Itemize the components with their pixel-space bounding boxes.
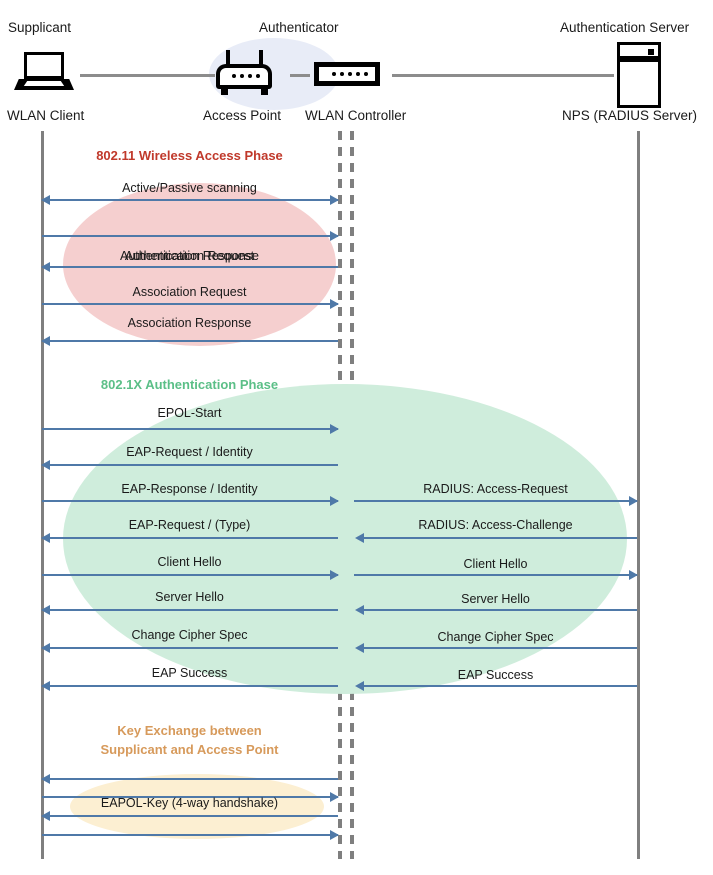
link-ap-to-controller [290, 74, 310, 77]
message-line-9 [45, 537, 338, 539]
arrowhead-right-10r [629, 570, 638, 580]
arrowhead-right-10 [330, 570, 339, 580]
message-line-8r [354, 500, 637, 502]
message-label-server-hello-right: Server Hello [461, 592, 530, 606]
message-label-eap-success-left: EAP Success [151, 666, 228, 680]
message-label-client-hello-left: Client Hello [157, 555, 222, 569]
access-point-icon [216, 50, 272, 96]
message-line-3 [45, 266, 338, 268]
arrowhead-right-4 [330, 299, 339, 309]
message-line-6 [42, 428, 338, 430]
actor-device-wlan-controller: WLAN Controller [305, 108, 407, 123]
wlan-controller-icon [314, 62, 380, 86]
arrowhead-left-11 [41, 605, 50, 615]
message-label-radius-access-request: RADIUS: Access-Request [423, 482, 568, 496]
message-label-client-hello-right: Client Hello [463, 557, 528, 571]
message-line-14 [45, 778, 338, 780]
actor-role-authentication-server: Authentication Server [560, 20, 690, 35]
actor-role-supplicant: Supplicant [8, 20, 72, 35]
message-line-15 [42, 796, 338, 798]
message-label-association-request: Association Request [132, 285, 247, 299]
message-line-8 [42, 500, 338, 502]
message-label-eap-request-identity: EAP-Request / Identity [126, 445, 253, 459]
phase-label-wireless-access: 802.11 Wireless Access Phase [96, 148, 283, 163]
message-line-17 [42, 834, 338, 836]
phase-label-dot1x-authentication: 802.1X Authentication Phase [100, 377, 279, 392]
arrowhead-left-5 [41, 336, 50, 346]
message-label-eapol-key-4way-handshake: EAPOL-Key (4-way handshake) [100, 796, 279, 810]
arrowhead-right-1 [330, 195, 339, 205]
arrowhead-right-15 [330, 792, 339, 802]
phase-blob-key-exchange [70, 774, 324, 839]
arrowhead-left-11r [355, 605, 364, 615]
link-controller-to-server [392, 74, 614, 77]
message-line-9r [363, 537, 637, 539]
arrowhead-left-1 [41, 195, 50, 205]
message-label-eap-success-right: EAP Success [457, 668, 534, 682]
arrowhead-right-8r [629, 496, 638, 506]
arrowhead-left-16 [41, 811, 50, 821]
actor-device-nps-radius-server: NPS (RADIUS Server) [562, 108, 698, 123]
arrowhead-left-13r [355, 681, 364, 691]
message-line-2 [42, 235, 338, 237]
message-label-active-passive-scanning: Active/Passive scanning [122, 181, 257, 195]
arrowhead-right-2 [330, 231, 339, 241]
message-line-12r [363, 647, 637, 649]
actor-role-authenticator: Authenticator [259, 20, 339, 35]
message-line-13 [45, 685, 338, 687]
laptop-icon [14, 52, 74, 92]
arrowhead-left-9r [355, 533, 364, 543]
message-line-4 [42, 303, 338, 305]
message-label-change-cipher-spec-left: Change Cipher Spec [131, 628, 248, 642]
arrowhead-left-14 [41, 774, 50, 784]
message-label-authentication-request: Authentication Request [124, 249, 255, 263]
message-label-radius-access-challenge: RADIUS: Access-Challenge [418, 518, 573, 532]
arrowhead-left-7 [41, 460, 50, 470]
lifeline-authentication-server [637, 131, 640, 859]
message-line-10 [42, 574, 338, 576]
arrowhead-left-9 [41, 533, 50, 543]
message-label-change-cipher-spec-right: Change Cipher Spec [437, 630, 554, 644]
arrowhead-left-12 [41, 643, 50, 653]
message-line-11r [363, 609, 637, 611]
arrowhead-right-6 [330, 424, 339, 434]
message-line-7 [45, 464, 338, 466]
server-icon [617, 42, 661, 108]
message-label-authentication-response: Authentication Response [120, 249, 259, 263]
message-line-16 [45, 815, 338, 817]
lifeline-supplicant [41, 131, 44, 859]
message-line-11 [45, 609, 338, 611]
phase-blob-dot1x-authentication [63, 384, 627, 694]
arrowhead-right-17 [330, 830, 339, 840]
arrowhead-left-3 [41, 262, 50, 272]
message-label-eap-request-type: EAP-Request / (Type) [128, 518, 251, 532]
message-line-5 [45, 340, 338, 342]
phase-label-key-exchange-line2: Supplicant and Access Point [100, 742, 279, 757]
message-line-13r [363, 685, 637, 687]
message-label-epol-start: EPOL-Start [157, 406, 222, 420]
actor-device-wlan-client: WLAN Client [7, 108, 85, 123]
message-line-10r [354, 574, 637, 576]
message-label-eap-response-identity: EAP-Response / Identity [121, 482, 258, 496]
arrowhead-left-12r [355, 643, 364, 653]
link-client-to-ap [80, 74, 215, 77]
message-label-server-hello-left: Server Hello [155, 590, 224, 604]
message-line-1 [45, 199, 338, 201]
phase-label-key-exchange-line1: Key Exchange between [117, 723, 262, 738]
message-line-12 [45, 647, 338, 649]
phase-blob-wireless-access [63, 183, 336, 346]
arrowhead-left-13 [41, 681, 50, 691]
actor-device-access-point: Access Point [203, 108, 282, 123]
arrowhead-right-8 [330, 496, 339, 506]
message-label-association-response: Association Response [127, 316, 252, 330]
